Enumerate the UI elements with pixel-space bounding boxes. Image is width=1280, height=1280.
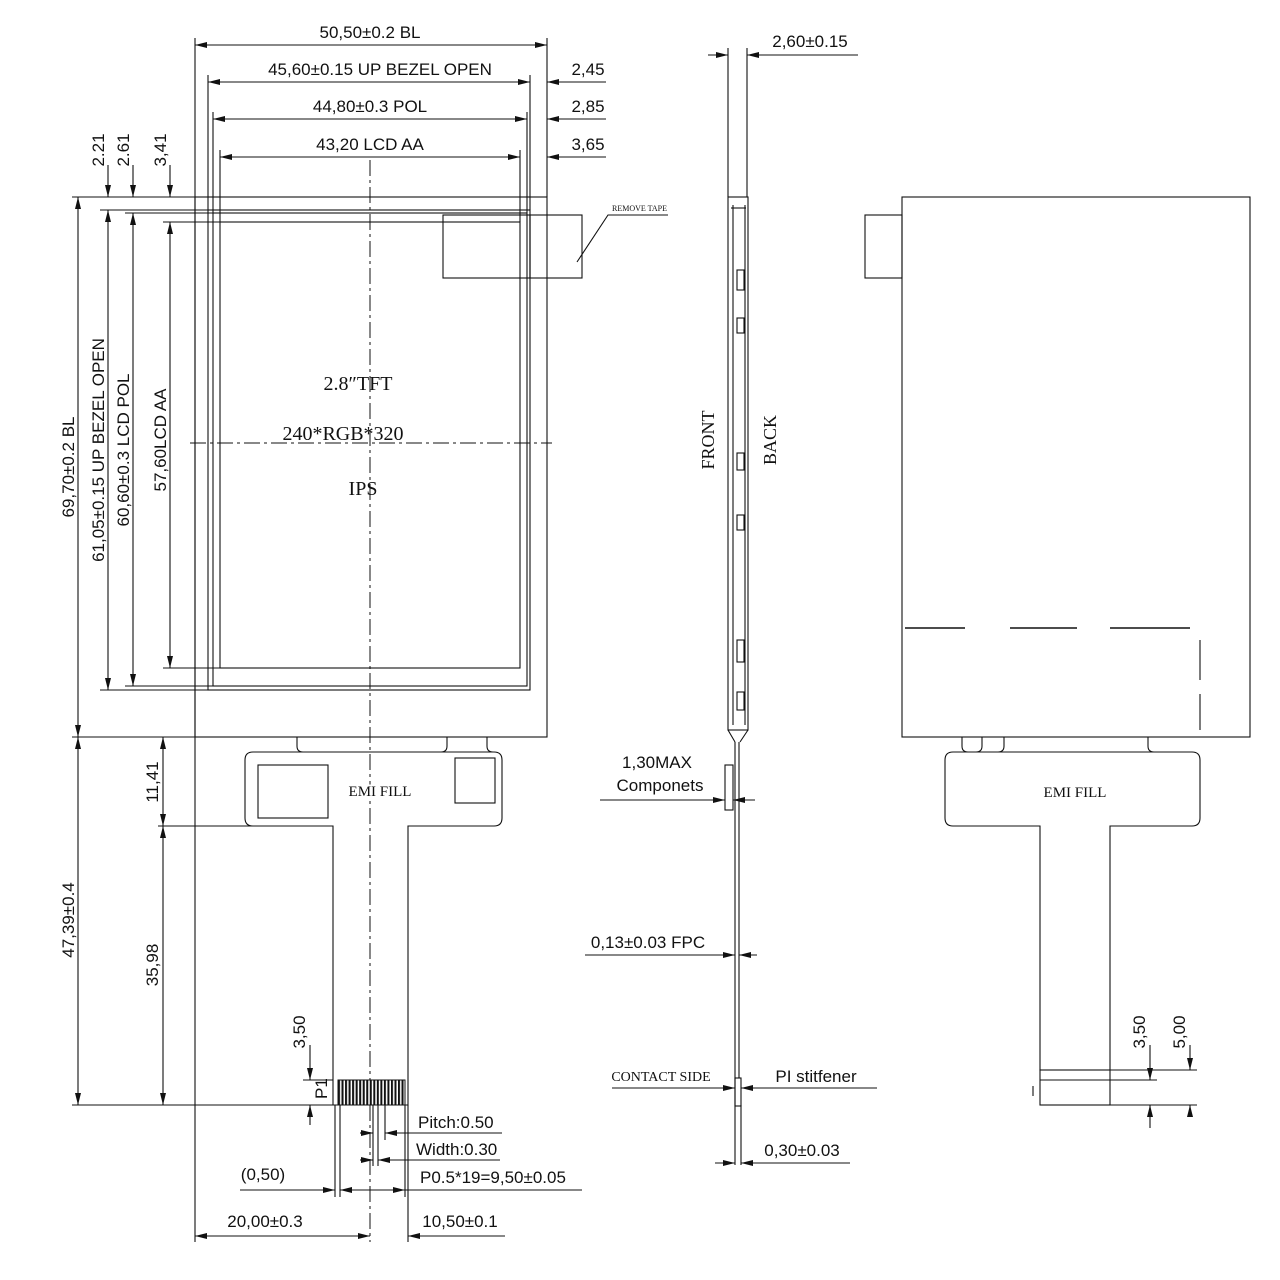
side-component xyxy=(736,639,745,663)
bl-height-label: 69,70±0.2 BL xyxy=(59,416,78,517)
bezel-right-offset-label: 2,45 xyxy=(571,60,604,79)
contact-pads xyxy=(337,1079,406,1106)
right-offset-label: 10,50±0.1 xyxy=(422,1212,498,1231)
width-dimensions: 50,50±0.2 BL 45,60±0.15 UP BEZEL OPEN 44… xyxy=(194,23,606,1242)
side-component xyxy=(736,452,745,471)
pol-width-label: 44,80±0.3 POL xyxy=(313,97,427,116)
width-label: Width:0.30 xyxy=(416,1140,497,1159)
height-dimensions: 2.21 2.61 3,41 69,70±0.2 BL 61,05±0.15 U… xyxy=(59,133,220,738)
contact-side-label: CONTACT SIDE xyxy=(611,1070,710,1085)
bezel-opening-outline xyxy=(207,209,531,691)
back-dimensions: 3,50 5,00 xyxy=(1110,1015,1197,1128)
pin-dimensions: Pitch:0.50 Width:0.30 (0,50) P0.5*19=9,5… xyxy=(195,1105,582,1242)
back-label: BACK xyxy=(760,415,780,465)
pitch-label: Pitch:0.50 xyxy=(418,1113,494,1132)
thickness-label: 2,60±0.15 xyxy=(772,32,848,51)
pol-top-offset-label: 2.61 xyxy=(114,133,133,166)
bezel-height-label: 61,05±0.15 UP BEZEL OPEN xyxy=(89,338,108,562)
aa-top-offset-label: 3,41 xyxy=(151,133,170,166)
fpc-tab-right-b xyxy=(486,737,494,753)
stiffener-label: PI stitfener xyxy=(775,1067,857,1086)
panel-resolution-label: 240*RGB*320 xyxy=(282,423,403,445)
fpc-outline xyxy=(244,751,503,1106)
fpc-tab-left xyxy=(296,737,304,753)
components-max-label: 1,30MAX xyxy=(622,753,692,772)
pol-height-label: 60,60±0.3 LCD POL xyxy=(114,374,133,527)
stiffener-thickness-label: 0,30±0.03 xyxy=(764,1141,840,1160)
fpc-tab xyxy=(975,737,983,753)
left-offset-label: 20,00±0.3 xyxy=(227,1212,303,1231)
aa-height-label: 57,60LCD AA xyxy=(151,388,170,492)
back-contact-grid xyxy=(1039,1069,1111,1106)
module-profile xyxy=(727,196,749,731)
fpc-thickness-label: 0,13±0.03 FPC xyxy=(591,933,705,952)
bl-width-label: 50,50±0.2 BL xyxy=(319,23,420,42)
pi-stiffener-profile xyxy=(734,1077,742,1107)
remove-tape-label: REMOVE TAPE xyxy=(612,204,667,213)
back-outline xyxy=(901,196,1251,738)
stiffener-label: 3,50 xyxy=(1130,1015,1149,1048)
bezel-width-label: 45,60±0.15 UP BEZEL OPEN xyxy=(268,60,492,79)
side-component xyxy=(736,269,745,291)
emi-fill-label: EMI FILL xyxy=(1044,785,1107,801)
tail-length-label: 35,98 xyxy=(143,944,162,987)
stiffener-label: 3,50 xyxy=(290,1015,309,1048)
side-view: 2,60±0.15 FRONT BACK 1,30MAX Componets 0… xyxy=(585,32,877,1166)
tab-height-label: 11,41 xyxy=(143,761,162,802)
fpc-component xyxy=(724,764,734,811)
back-view: EMI FILL 3,50 5,00 xyxy=(864,196,1251,1128)
remove-tape-leader xyxy=(576,214,668,263)
back-tape-tab xyxy=(864,214,903,279)
fpc-tab xyxy=(997,737,1005,753)
side-component xyxy=(736,691,745,711)
fpc-front: EMI FILL P1 xyxy=(244,737,503,1106)
remove-tape-area xyxy=(442,214,531,279)
fpc-length-dimensions: 11,41 47,39±0.4 35,98 3,50 xyxy=(59,737,338,1125)
edge-label: (0,50) xyxy=(241,1165,285,1184)
fpc-tab-right-a xyxy=(440,737,448,753)
total-length-label: 47,39±0.4 xyxy=(59,882,78,958)
tape-pull-tab xyxy=(529,214,583,279)
bezel-top-offset-label: 2.21 xyxy=(89,133,108,166)
components-label: Componets xyxy=(617,776,704,795)
aa-right-offset-label: 3,65 xyxy=(571,135,604,154)
fpc-tab xyxy=(961,737,969,753)
fpc-bend xyxy=(727,729,749,743)
pin1-marker: P1 xyxy=(312,1078,331,1099)
front-view: REMOVE TAPE 2.8″TFT 240*RGB*320 IPS 50,5… xyxy=(59,23,668,1242)
emi-fill-label: EMI FILL xyxy=(349,784,412,800)
panel-type-label: IPS xyxy=(349,478,378,500)
emi-grid-right xyxy=(454,757,496,804)
contact-length-label: 5,00 xyxy=(1170,1015,1189,1048)
fpc-back: EMI FILL xyxy=(944,737,1201,1106)
fpc-tab xyxy=(1147,737,1155,753)
pol-right-offset-label: 2,85 xyxy=(571,97,604,116)
emi-grid-left xyxy=(257,764,329,819)
panel-size-label: 2.8″TFT xyxy=(324,373,393,395)
front-label: FRONT xyxy=(698,410,718,469)
side-component xyxy=(736,317,745,334)
aa-width-label: 43,20 LCD AA xyxy=(316,135,424,154)
side-component xyxy=(736,514,745,531)
span-label: P0.5*19=9,50±0.05 xyxy=(420,1168,566,1187)
